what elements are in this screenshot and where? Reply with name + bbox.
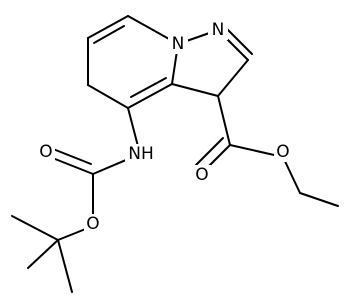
bond: [226, 28, 253, 55]
bond: [27, 239, 59, 269]
atom-n-pyrazole: N: [212, 20, 225, 40]
bond: [217, 95, 231, 146]
bond: [93, 25, 125, 44]
bond: [47, 146, 92, 165]
atom-o-carbamate-ether: O: [86, 214, 99, 234]
atom-n-bridgehead: N: [172, 34, 185, 54]
atom-o-ester-carbonyl: O: [195, 165, 208, 185]
bond: [299, 192, 339, 207]
bond: [130, 77, 167, 98]
bonds: [11, 15, 339, 293]
bond: [87, 15, 129, 39]
bond: [171, 83, 219, 97]
atom-labels: N N NH O O O O: [37, 20, 292, 234]
bond: [87, 84, 129, 109]
atom-o-ester-ether: O: [276, 142, 289, 162]
bond: [217, 59, 249, 97]
atom-nh: NH: [128, 144, 154, 164]
bond: [127, 83, 173, 109]
bond: [282, 156, 301, 194]
bond: [57, 239, 73, 293]
atom-o-carbamate-carbonyl: O: [39, 142, 52, 162]
bond: [11, 215, 59, 241]
bond: [195, 137, 224, 166]
bond: [49, 156, 94, 175]
